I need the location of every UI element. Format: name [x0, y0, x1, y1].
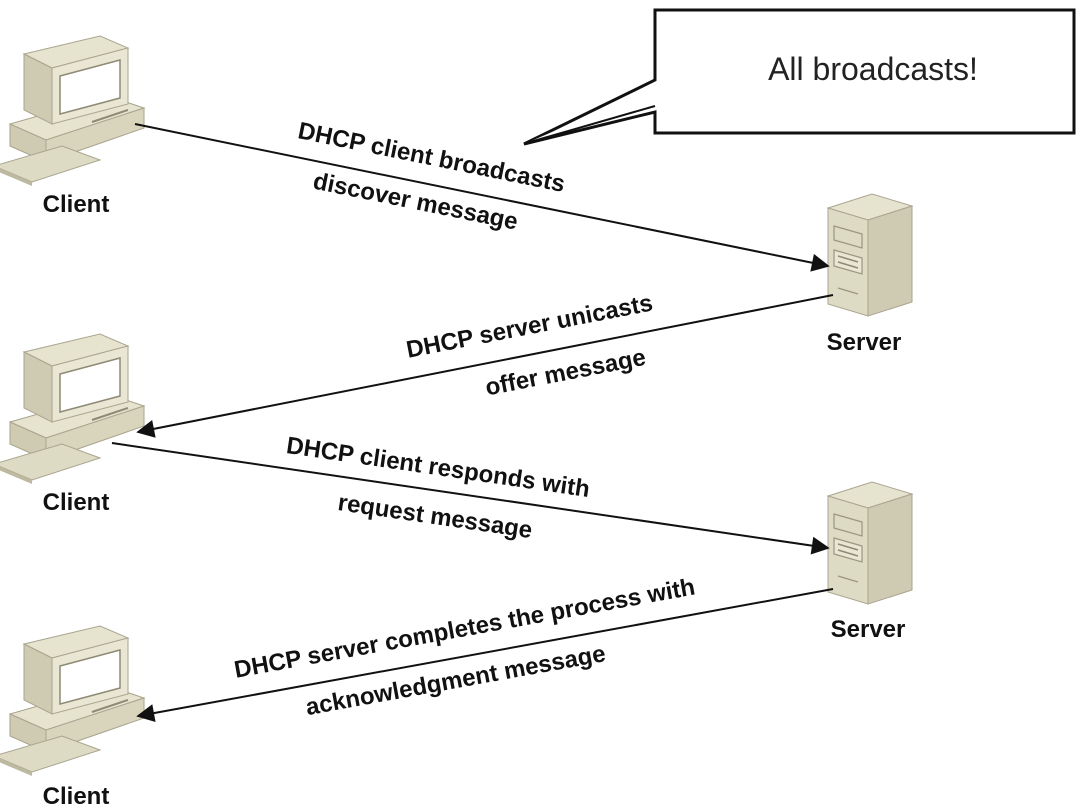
request-arrow [111, 442, 830, 555]
client-3-computer-icon [0, 625, 145, 777]
offer-line-2: offer message [483, 344, 648, 402]
client-2-computer-icon [0, 333, 145, 485]
client-2-label: Client [43, 489, 110, 516]
request-message: DHCP client responds with request messag… [285, 432, 592, 544]
offer-arrow [136, 294, 834, 438]
offer-message: DHCP server unicasts offer message [404, 290, 655, 402]
callout-text: All broadcasts! [768, 51, 978, 87]
server-2-server-icon [827, 481, 913, 605]
callout: All broadcasts! [523, 8, 1076, 146]
ack-message: DHCP server completes the process with a… [232, 574, 697, 722]
client-1-label: Client [43, 191, 110, 218]
discover-message: DHCP client broadcasts discover message [296, 117, 568, 235]
request-line-1: DHCP client responds with [285, 432, 592, 503]
client-3-label: Client [43, 783, 110, 810]
discover-arrow [134, 123, 830, 272]
server-2-label: Server [831, 616, 906, 643]
client-1-computer-icon [0, 35, 145, 187]
server-1-server-icon [827, 193, 913, 317]
request-line-2: request message [336, 489, 534, 544]
ack-arrow [136, 588, 834, 722]
server-1-label: Server [827, 329, 902, 356]
